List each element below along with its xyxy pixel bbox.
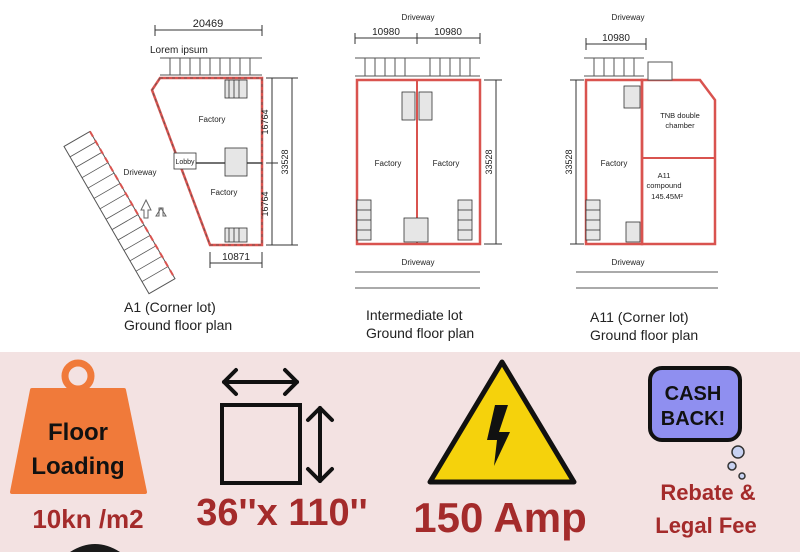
a11-dim-top: 10980 [602, 33, 630, 44]
floor-loading-line1: Floor [48, 419, 108, 446]
intermediate-driveway-bottom: Driveway [402, 258, 435, 267]
size-feature: 36''x 110'' [196, 368, 368, 534]
cashback-feature: CASH BACK! Rebate & Legal Fee [648, 366, 757, 538]
a1-dim-bottom: 10871 [222, 252, 250, 263]
intermediate-room-left: Factory [375, 159, 402, 168]
cashback-badge [648, 366, 742, 442]
a1-lobby-label: Lobby [175, 159, 195, 166]
a1-lobby-box [173, 152, 197, 170]
size-value: 36''x 110'' [196, 492, 367, 534]
intermediate-room-right: Factory [433, 159, 460, 168]
a11-room: Factory [601, 159, 628, 168]
a1-outline-grid [151, 77, 263, 246]
a1-dim-right-lines [266, 77, 298, 246]
height-arrow-icon [306, 406, 334, 483]
a1-room-top: Factory [199, 115, 226, 124]
intermediate-dim-left: 10980 [372, 27, 400, 38]
a11-tnb-box [647, 61, 673, 81]
intermediate-dim-right: 10980 [434, 27, 462, 38]
intermediate-driveway-top: Driveway [402, 13, 435, 22]
intermediate-dim-top-lines [354, 33, 481, 44]
a11-compound-line3: 145.45M² [651, 192, 683, 201]
bubble-tiny-icon [738, 472, 746, 480]
intermediate-gate [355, 57, 480, 77]
a1-room-bottom: Factory [211, 188, 238, 197]
a11-tnb-line1: TNB double [660, 111, 700, 120]
a11-compound [640, 78, 717, 246]
lightning-icon [487, 405, 510, 466]
a1-driveway: Driveway [124, 168, 157, 177]
a1-parking [63, 130, 176, 295]
bubble-icon [731, 445, 745, 459]
a11-caption-line1: A11 (Corner lot) [590, 309, 689, 325]
floor-loading-value: 10kn /m2 [32, 504, 143, 534]
bottom-dark-shape [70, 544, 120, 552]
plan-a11: Driveway 10980 Factory TNB double chambe… [564, 13, 718, 343]
a11-driveway-top: Driveway [612, 13, 645, 22]
a1-dim-total: 33528 [280, 149, 290, 174]
a1-gate [160, 57, 262, 76]
cashback-line2: Legal Fee [655, 513, 756, 538]
intermediate-outline [355, 78, 482, 246]
a11-compound-line1: A11 [658, 171, 671, 180]
power-value: 150 Amp [413, 494, 587, 541]
a1-arrows [140, 198, 167, 219]
a11-gate [584, 57, 644, 77]
intermediate-road [355, 271, 480, 289]
intermediate-caption-line1: Intermediate lot [366, 307, 463, 323]
a1-dim-right-bottom: 16764 [260, 191, 270, 216]
plan-a1: 20469 Lorem ipsum Lobby Factory Factory [63, 18, 298, 333]
bubble-small-icon [727, 461, 737, 471]
width-arrow-icon [222, 368, 299, 396]
a11-caption-line2: Ground floor plan [590, 327, 698, 343]
square-icon [220, 403, 302, 485]
a1-lorem-label: Lorem ipsum [150, 45, 208, 56]
a11-tnb-line2: chamber [665, 121, 695, 130]
a1-dim-bottom-lines [209, 252, 263, 268]
intermediate-caption-line2: Ground floor plan [366, 325, 474, 341]
a1-dim-top: 20469 [193, 18, 224, 30]
a1-stairs [224, 79, 248, 243]
a11-dim-top-lines [585, 38, 647, 50]
plans-background [0, 0, 800, 352]
intermediate-dim-right-lines [484, 79, 502, 245]
a1-dim-right-top: 16764 [260, 109, 270, 134]
floor-loading-line2: Loading [31, 453, 124, 480]
a11-driveway-bottom: Driveway [612, 258, 645, 267]
floor-loading-feature: Floor Loading 10kn /m2 [10, 359, 147, 534]
a11-dim-total: 33528 [564, 149, 574, 174]
intermediate-dim-total: 33528 [484, 149, 494, 174]
weight-icon [10, 388, 147, 494]
cashback-badge-line2: BACK! [661, 408, 725, 430]
a11-stairs [585, 85, 641, 243]
plan-intermediate: Driveway 10980 10980 Factory Fac [354, 13, 502, 341]
a11-compound-line2: compound [646, 181, 681, 190]
a1-dim-top-line [154, 25, 263, 36]
cashback-badge-line1: CASH [665, 383, 722, 405]
a1-caption-line1: A1 (Corner lot) [124, 299, 216, 315]
cashback-line1: Rebate & [660, 480, 755, 505]
power-feature: 150 Amp [413, 359, 587, 541]
a11-dim-left-lines [570, 79, 584, 245]
a11-road [576, 271, 718, 289]
intermediate-stairs [356, 91, 473, 243]
a1-caption-line2: Ground floor plan [124, 317, 232, 333]
